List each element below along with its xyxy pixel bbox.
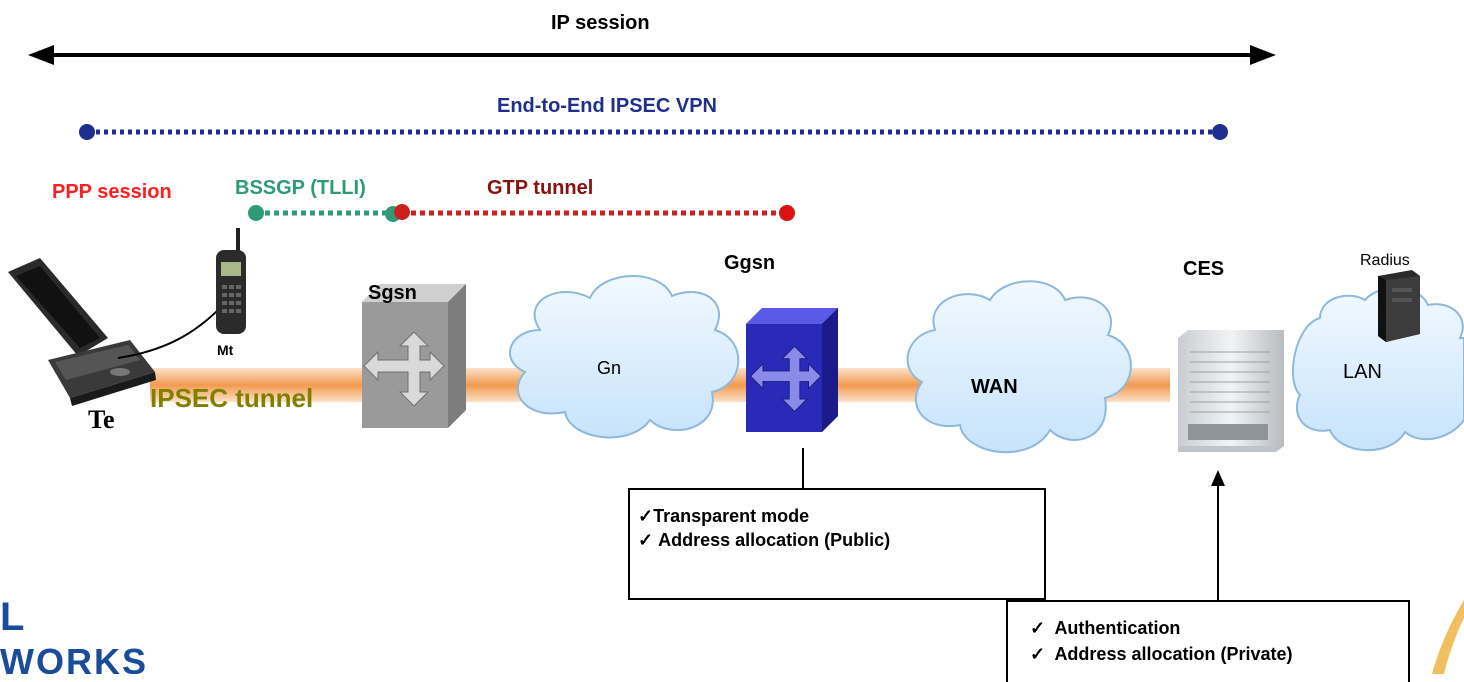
check-icon: ✓ <box>638 506 654 526</box>
wan-cloud <box>906 280 1132 454</box>
ces-feature-item: ✓ Authentication <box>1030 618 1181 638</box>
ggsn-feature-item: ✓Transparent mode <box>638 506 810 526</box>
gn-cloud-label: Gn <box>597 358 622 378</box>
ip-session-label: IP session <box>551 12 650 34</box>
ces-features-box: ✓ Authentication ✓ Address allocation (P… <box>1006 600 1410 682</box>
check-icon: ✓ <box>1030 618 1046 638</box>
laptop-icon <box>8 258 156 406</box>
mobile-phone-icon <box>216 228 246 334</box>
sgsn-label: Sgsn <box>368 282 417 304</box>
ces-box-arrow <box>1211 470 1225 602</box>
wan-cloud-label: WAN <box>971 376 1018 398</box>
radius-server-icon <box>1378 270 1420 342</box>
ggsn-feature-item: ✓ Address allocation (Public) <box>638 530 891 550</box>
vpn-start-dot <box>79 124 95 140</box>
ppp-session-label: PPP session <box>52 181 172 203</box>
ipsec-tunnel-label: IPSEC tunnel <box>150 383 314 413</box>
bssgp-label: BSSGP (TLLI) <box>235 177 366 199</box>
check-icon: ✓ <box>638 530 654 550</box>
radius-label: Radius <box>1360 252 1410 266</box>
ces-feature-item: ✓ Address allocation (Private) <box>1030 644 1293 664</box>
lan-cloud-label: LAN <box>1343 361 1382 383</box>
te-label: Te <box>88 405 115 429</box>
svg-text:L: L <box>0 595 24 639</box>
gtp-tunnel-line <box>394 204 795 221</box>
logo: L WORKS <box>0 595 148 674</box>
ces-server-icon <box>1178 330 1284 452</box>
ip-session-arrow <box>28 45 1276 65</box>
gtp-tunnel-label: GTP tunnel <box>487 177 594 199</box>
ipsec-vpn-line <box>79 124 1228 140</box>
svg-text:WORKS: WORKS <box>0 641 148 674</box>
gn-cloud <box>508 275 740 439</box>
ces-label: CES <box>1183 258 1225 280</box>
decorative-swoosh <box>1432 600 1464 674</box>
vpn-end-dot <box>1212 124 1228 140</box>
mt-label: Mt <box>217 342 234 358</box>
bssgp-line <box>248 205 401 222</box>
sgsn-router-icon <box>362 284 466 428</box>
check-icon: ✓ <box>1030 644 1046 664</box>
lan-cloud <box>1292 287 1464 452</box>
ggsn-features-box: ✓Transparent mode ✓ Address allocation (… <box>628 488 1046 600</box>
ggsn-router-icon <box>746 308 838 432</box>
ipsec-vpn-label: End-to-End IPSEC VPN <box>497 95 717 117</box>
ggsn-label: Ggsn <box>724 252 776 274</box>
